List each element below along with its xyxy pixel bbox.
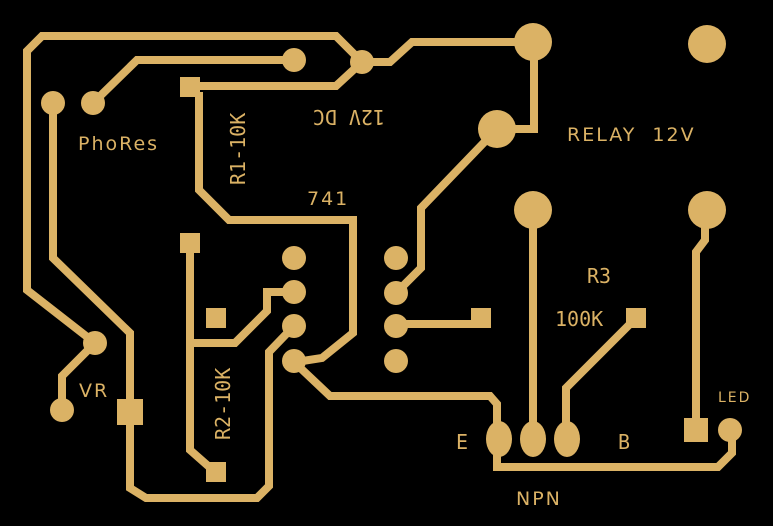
trace-relay-led [692, 210, 709, 430]
pad-vr-3[interactable] [117, 399, 143, 425]
trace-r1-ic [195, 92, 357, 366]
pad-ic-3[interactable] [282, 314, 306, 338]
pad-ic-5[interactable] [384, 349, 408, 373]
label-emitter: E [456, 430, 468, 454]
pad-relay-4[interactable] [688, 191, 726, 229]
pad-phores-2[interactable] [81, 91, 105, 115]
pad-npn-collector[interactable] [520, 421, 546, 457]
pad-r1-1[interactable] [180, 77, 200, 97]
labels: PhoRes R1-10K 12V DC 741 RELAY 12V R3 10… [78, 105, 751, 510]
pad-relay-coil[interactable] [478, 110, 516, 148]
pad-ic-2[interactable] [282, 280, 306, 304]
pad-power-1[interactable] [282, 48, 306, 72]
trace-r1-junction [190, 59, 365, 90]
label-r3-value: 100K [555, 307, 603, 331]
label-opamp: 741 [307, 188, 349, 210]
pad-vr-1[interactable] [83, 331, 107, 355]
pad-relay-2[interactable] [688, 25, 726, 63]
pad-ic-6[interactable] [384, 314, 408, 338]
trace-phores-r1 [90, 56, 294, 106]
trace-junction-relay [362, 38, 534, 66]
label-led: LED [718, 390, 751, 406]
pads [41, 23, 742, 482]
pad-relay-3[interactable] [514, 191, 552, 229]
label-supply: 12V DC [313, 105, 385, 129]
trace-ic-npn [291, 359, 736, 471]
pad-r3-1[interactable] [471, 308, 491, 328]
pad-vr-2[interactable] [50, 398, 74, 422]
pad-r3-2[interactable] [626, 308, 646, 328]
pad-relay-1[interactable] [514, 23, 552, 61]
label-photoresistor: PhoRes [78, 133, 159, 155]
trace-r3-base [562, 315, 639, 430]
label-relay: RELAY 12V [567, 124, 696, 146]
label-r3-name: R3 [587, 264, 611, 288]
pad-ic-4[interactable] [282, 349, 306, 373]
pad-npn-base[interactable] [554, 421, 580, 457]
pad-phores-1[interactable] [41, 91, 65, 115]
label-r1: R1-10K [226, 113, 250, 185]
trace-top-loop [23, 32, 365, 347]
pad-led-2[interactable] [718, 418, 742, 442]
trace-r2-ic [190, 288, 294, 347]
pad-ic-1[interactable] [282, 246, 306, 270]
pad-ic-7[interactable] [384, 281, 408, 305]
label-base: B [618, 430, 630, 454]
pad-npn-emitter[interactable] [486, 421, 512, 457]
pad-ic-8[interactable] [384, 246, 408, 270]
trace-phores-left [49, 103, 297, 502]
label-r2: R2-10K [211, 368, 235, 440]
pad-r2-1[interactable] [180, 233, 200, 253]
label-vr: VR [79, 380, 109, 402]
pad-power-2[interactable] [350, 50, 374, 74]
label-transistor: NPN [516, 488, 562, 510]
pad-r2-alt[interactable] [206, 308, 226, 328]
trace-relay-ic [393, 126, 500, 296]
pad-led-1[interactable] [684, 418, 708, 442]
traces [23, 32, 736, 502]
pad-r2-2[interactable] [206, 462, 226, 482]
